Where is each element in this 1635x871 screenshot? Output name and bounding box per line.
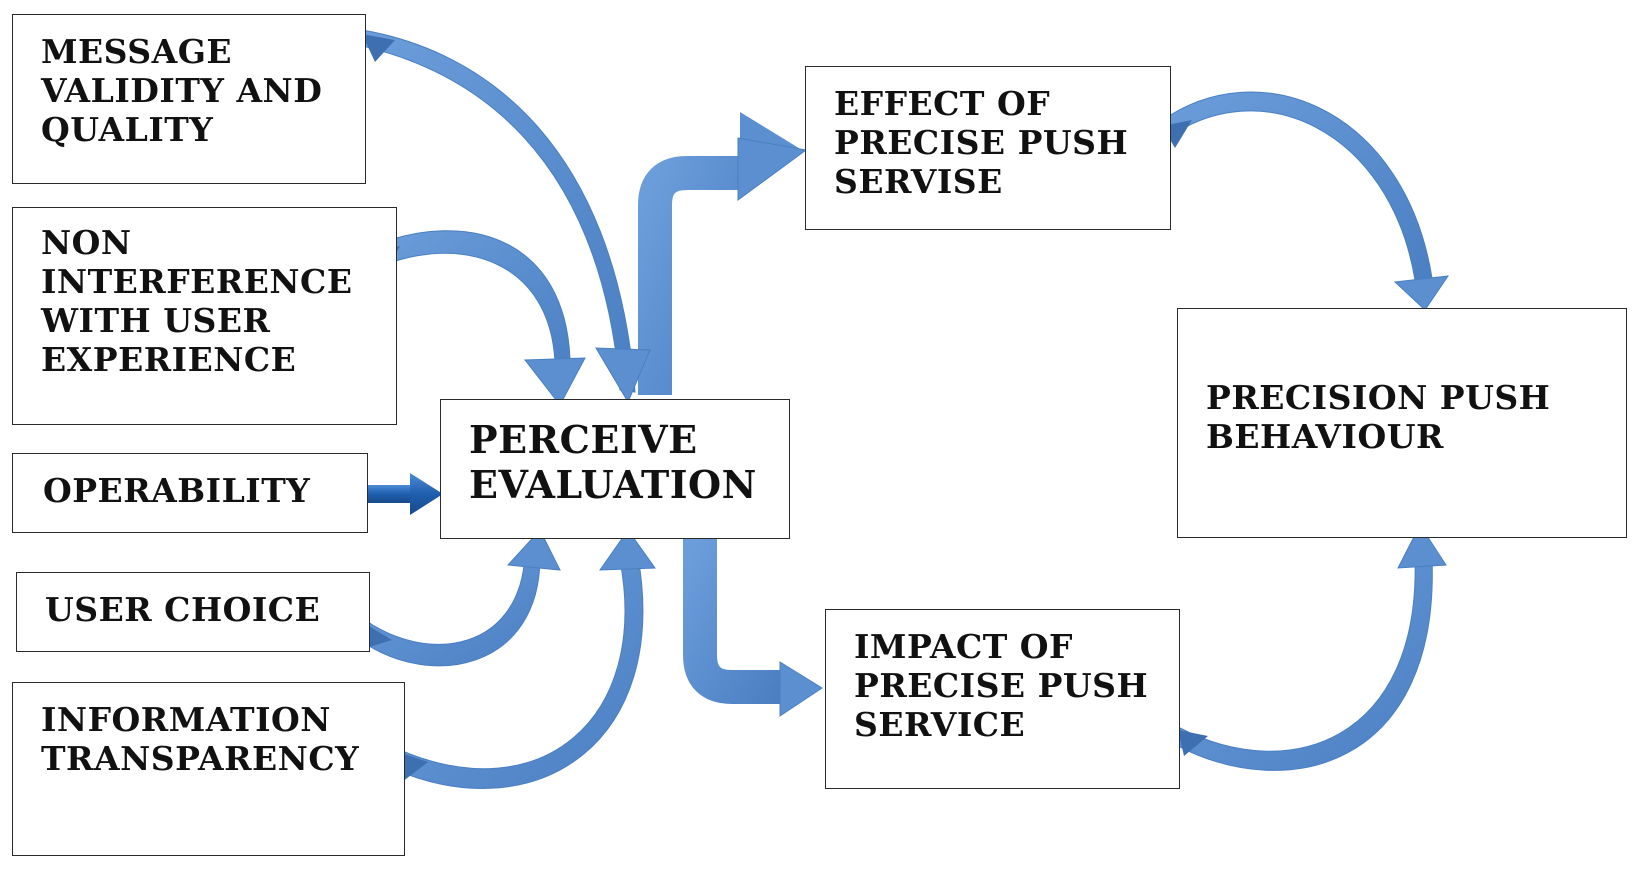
box-label: OPERABILITY — [43, 471, 311, 510]
box-label: INFORMATION TRANSPARENCY — [41, 700, 360, 778]
box-non-interference: NON INTERFERENCE WITH USER EXPERIENCE — [12, 207, 397, 425]
arrow-noninterference-to-perceive — [367, 230, 586, 406]
arrow-userchoice-to-perceive — [359, 529, 561, 667]
arrow-impact-to-behaviour — [1175, 524, 1447, 771]
box-label: PRECISION PUSH BEHAVIOUR — [1206, 378, 1551, 456]
arrow-message-to-perceive — [357, 29, 651, 404]
arrow-perceive-to-effect — [638, 112, 808, 395]
box-information-transparency: INFORMATION TRANSPARENCY — [12, 682, 405, 856]
box-message-validity: MESSAGE VALIDITY AND QUALITY — [12, 14, 366, 184]
box-operability: OPERABILITY — [12, 453, 368, 533]
box-effect: EFFECT OF PRECISE PUSH SERVISE — [805, 66, 1171, 230]
box-impact: IMPACT OF PRECISE PUSH SERVICE — [825, 609, 1180, 789]
arrow-perceive-to-impact — [683, 535, 823, 717]
box-label: USER CHOICE — [45, 590, 321, 629]
box-label: PERCEIVE EVALUATION — [469, 417, 757, 507]
arrow-operability-to-perceive — [365, 473, 443, 515]
arrow-transparency-to-perceive — [395, 529, 656, 789]
box-label: MESSAGE VALIDITY AND QUALITY — [41, 32, 323, 149]
box-user-choice: USER CHOICE — [16, 572, 370, 652]
box-label: IMPACT OF PRECISE PUSH SERVICE — [854, 627, 1149, 744]
arrow-effect-to-behaviour — [1159, 91, 1450, 311]
box-label: NON INTERFERENCE WITH USER EXPERIENCE — [41, 223, 353, 379]
box-label: EFFECT OF PRECISE PUSH SERVISE — [834, 84, 1129, 201]
box-behaviour: PRECISION PUSH BEHAVIOUR — [1177, 308, 1627, 538]
box-perceive-evaluation: PERCEIVE EVALUATION — [440, 399, 790, 539]
